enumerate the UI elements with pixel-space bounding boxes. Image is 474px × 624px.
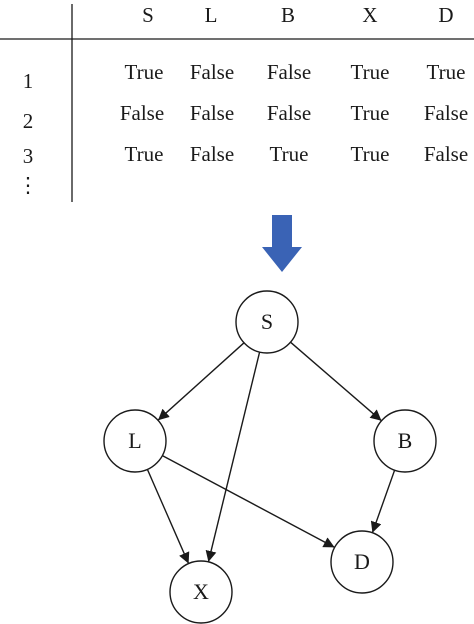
- column-header-b: B: [281, 3, 295, 27]
- table-cell: False: [190, 142, 234, 166]
- table-cell: False: [267, 60, 311, 84]
- node-s: S: [235, 290, 299, 354]
- table-cell: True: [351, 60, 390, 84]
- node-x: X: [169, 560, 233, 624]
- table-cell: True: [351, 101, 390, 125]
- table-cell: False: [267, 101, 311, 125]
- node-circle: [169, 560, 233, 624]
- bayesian-network-graph: S L B X D: [103, 290, 437, 624]
- row-index: 3: [23, 144, 34, 168]
- edge-l-to-x: [146, 469, 190, 564]
- table-header-row: S L B X D: [142, 3, 453, 27]
- node-circle: [373, 409, 437, 473]
- table-row: 3 True False True True False: [23, 142, 468, 168]
- data-table: S L B X D 1 True False False True True 2…: [0, 3, 474, 202]
- node-l: L: [103, 409, 167, 473]
- graph-edges: [146, 341, 396, 564]
- edge-s-to-x: [205, 351, 261, 563]
- graph-nodes: S L B X D: [103, 290, 437, 624]
- node-circle: [235, 290, 299, 354]
- edge-b-to-d: [370, 469, 396, 534]
- node-label: L: [128, 428, 141, 453]
- row-index: 2: [23, 109, 34, 133]
- node-label: D: [354, 549, 370, 574]
- table-row: 1 True False False True True: [23, 60, 466, 93]
- node-d: D: [330, 530, 394, 594]
- table-cell: False: [120, 101, 164, 125]
- column-header-s: S: [142, 3, 154, 27]
- edge-l-to-d: [162, 454, 335, 549]
- table-cell: False: [424, 101, 468, 125]
- down-arrow-shape: [262, 215, 302, 272]
- column-header-l: L: [205, 3, 218, 27]
- table-cell: True: [351, 142, 390, 166]
- node-label: B: [398, 428, 413, 453]
- node-label: X: [193, 579, 209, 604]
- column-header-d: D: [438, 3, 453, 27]
- table-cell: False: [424, 142, 468, 166]
- node-circle: [103, 409, 167, 473]
- table-cell: True: [125, 60, 164, 84]
- table-row: 2 False False False True False: [23, 101, 468, 133]
- node-b: B: [373, 409, 437, 473]
- row-ellipsis: ⋮: [18, 173, 39, 197]
- row-index: 1: [23, 69, 34, 93]
- table-cell: True: [270, 142, 309, 166]
- table-cell: False: [190, 101, 234, 125]
- table-cell: True: [125, 142, 164, 166]
- table-cell: False: [190, 60, 234, 84]
- node-circle: [330, 530, 394, 594]
- down-arrow-icon: [262, 215, 302, 272]
- column-header-x: X: [362, 3, 377, 27]
- node-label: S: [261, 309, 273, 334]
- table-cell: True: [427, 60, 466, 84]
- edge-s-to-l: [157, 342, 245, 421]
- edge-s-to-b: [290, 341, 382, 422]
